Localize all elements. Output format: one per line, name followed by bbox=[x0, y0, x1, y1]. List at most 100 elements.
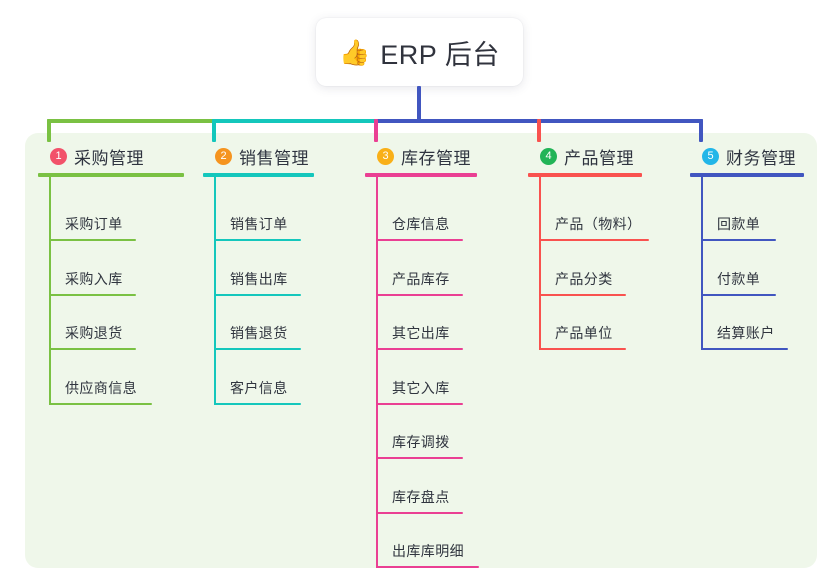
leaf-node[interactable]: 回款单 bbox=[701, 211, 776, 241]
branch-number-badge: 3 bbox=[377, 147, 394, 165]
leaf-node-label: 采购退货 bbox=[65, 325, 123, 341]
branch-underline bbox=[528, 173, 642, 177]
branch-column-1: 1 采购管理采购订单采购入库采购退货供应商信息 bbox=[38, 144, 184, 405]
leaf-node[interactable]: 库存盘点 bbox=[376, 484, 463, 514]
leaf-underline bbox=[214, 402, 301, 405]
leaf-node-label: 结算账户 bbox=[717, 325, 775, 341]
content-panel bbox=[25, 133, 817, 568]
branch-spine bbox=[214, 177, 216, 405]
branch-spine bbox=[376, 177, 378, 568]
leaf-node[interactable]: 采购订单 bbox=[49, 211, 136, 241]
leaf-underline bbox=[214, 239, 301, 241]
leaf-node[interactable]: 销售订单 bbox=[214, 211, 301, 241]
leaf-underline bbox=[701, 239, 776, 241]
leaf-node[interactable]: 销售退货 bbox=[214, 320, 301, 350]
connector-branch-drop bbox=[47, 119, 51, 142]
leaf-node[interactable]: 采购退货 bbox=[49, 320, 136, 350]
leaf-node-label: 采购订单 bbox=[65, 216, 123, 232]
leaf-node-label: 产品单位 bbox=[555, 325, 613, 341]
leaf-node-label: 销售订单 bbox=[230, 216, 288, 232]
branch-spine bbox=[701, 177, 703, 350]
leaf-underline bbox=[376, 457, 463, 459]
leaf-underline bbox=[376, 566, 479, 568]
leaf-node[interactable]: 付款单 bbox=[701, 266, 776, 296]
leaf-underline bbox=[376, 402, 463, 405]
branch-header-4[interactable]: 4 产品管理 bbox=[528, 144, 642, 168]
leaf-node[interactable]: 采购入库 bbox=[49, 266, 136, 296]
branch-title-label: 销售管理 bbox=[239, 148, 309, 168]
leaf-underline bbox=[539, 348, 626, 350]
leaf-node[interactable]: 客户信息 bbox=[214, 375, 301, 405]
leaf-underline bbox=[539, 239, 649, 241]
connector-horizontal-segment bbox=[212, 119, 378, 123]
leaf-node[interactable]: 产品单位 bbox=[539, 320, 626, 350]
connector-branch-drop bbox=[699, 119, 703, 142]
branch-underline bbox=[690, 173, 804, 177]
root-node-label: ERP 后台 bbox=[380, 39, 500, 70]
leaf-node-label: 库存调拨 bbox=[392, 434, 450, 450]
branch-title-label: 产品管理 bbox=[564, 148, 634, 168]
connector-root-stem bbox=[417, 86, 421, 123]
thumbs-up-icon: 👍 bbox=[339, 38, 371, 67]
leaf-node[interactable]: 出库库明细 bbox=[376, 538, 479, 568]
leaf-node[interactable]: 其它出库 bbox=[376, 320, 463, 350]
leaf-underline bbox=[376, 511, 463, 514]
leaf-underline bbox=[376, 293, 463, 296]
leaf-node-label: 采购入库 bbox=[65, 270, 123, 287]
branch-title-label: 采购管理 bbox=[74, 148, 144, 168]
root-node[interactable]: 👍 ERP 后台 bbox=[316, 18, 523, 86]
leaf-underline bbox=[49, 293, 136, 296]
leaf-node[interactable]: 其它入库 bbox=[376, 375, 463, 405]
leaf-node[interactable]: 结算账户 bbox=[701, 320, 788, 350]
leaf-underline bbox=[49, 402, 152, 405]
leaf-node-label: 其它入库 bbox=[392, 379, 450, 396]
leaf-node[interactable]: 仓库信息 bbox=[376, 211, 463, 241]
branch-underline bbox=[365, 173, 477, 177]
leaf-underline bbox=[49, 348, 136, 350]
leaf-underline bbox=[701, 348, 788, 350]
branch-number-badge: 1 bbox=[50, 147, 67, 165]
leaf-node-label: 其它出库 bbox=[392, 325, 450, 341]
leaf-node[interactable]: 产品（物料） bbox=[539, 211, 649, 241]
branch-header-1[interactable]: 1 采购管理 bbox=[38, 144, 184, 168]
leaf-underline bbox=[376, 239, 463, 241]
leaf-node-label: 产品（物料） bbox=[555, 216, 642, 232]
leaf-node[interactable]: 库存调拨 bbox=[376, 429, 463, 459]
branch-underline bbox=[203, 173, 314, 177]
branch-number-badge: 4 bbox=[540, 147, 557, 165]
leaf-node[interactable]: 产品库存 bbox=[376, 266, 463, 296]
leaf-node-label: 销售出库 bbox=[230, 270, 288, 287]
leaf-node[interactable]: 销售出库 bbox=[214, 266, 301, 296]
leaf-node-label: 仓库信息 bbox=[392, 216, 450, 232]
leaf-underline bbox=[376, 348, 463, 350]
leaf-node-label: 回款单 bbox=[717, 216, 761, 232]
leaf-node-label: 供应商信息 bbox=[65, 379, 137, 396]
leaf-node-label: 出库库明细 bbox=[392, 543, 464, 559]
leaf-underline bbox=[701, 293, 776, 296]
connector-branch-drop bbox=[212, 119, 216, 142]
connector-branch-drop bbox=[537, 119, 541, 142]
leaf-node-label: 产品分类 bbox=[555, 270, 613, 287]
leaf-underline bbox=[49, 239, 136, 241]
leaf-node-label: 销售退货 bbox=[230, 325, 288, 341]
branch-header-2[interactable]: 2 销售管理 bbox=[203, 144, 314, 168]
leaf-underline bbox=[214, 348, 301, 350]
branch-spine bbox=[49, 177, 51, 405]
connector-branch-drop bbox=[374, 119, 378, 142]
leaf-node-label: 产品库存 bbox=[392, 270, 450, 287]
leaf-underline bbox=[214, 293, 301, 296]
branch-number-badge: 5 bbox=[702, 147, 719, 165]
branch-number-badge: 2 bbox=[215, 147, 232, 165]
leaf-node-label: 库存盘点 bbox=[392, 488, 450, 505]
leaf-node[interactable]: 供应商信息 bbox=[49, 375, 152, 405]
leaf-node[interactable]: 产品分类 bbox=[539, 266, 626, 296]
branch-column-4: 4 产品管理产品（物料） 产品分类产品单位 bbox=[528, 144, 649, 350]
connector-horizontal-segment bbox=[47, 119, 216, 123]
branch-underline bbox=[38, 173, 184, 177]
branch-column-2: 2 销售管理销售订单销售出库销售退货客户信息 bbox=[203, 144, 314, 405]
leaf-node-label: 客户信息 bbox=[230, 379, 288, 396]
